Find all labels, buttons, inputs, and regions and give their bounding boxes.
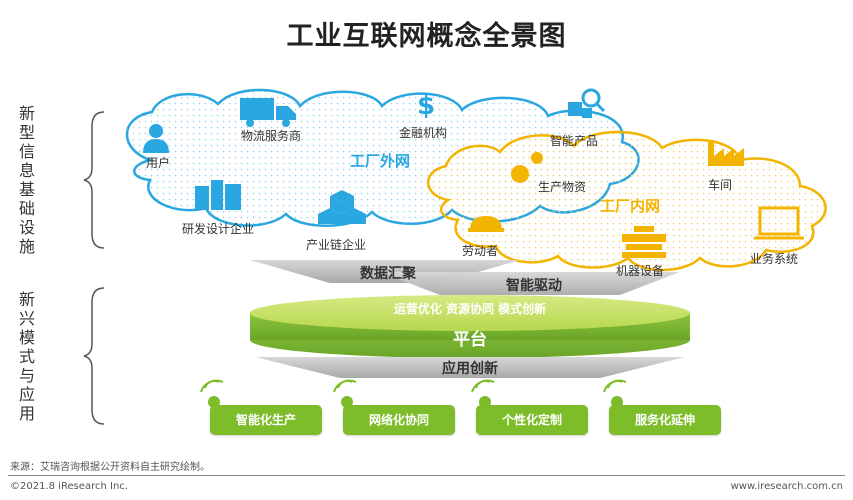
outer-item-label: 智能产品 xyxy=(550,134,599,148)
platform-label: 平台 xyxy=(453,330,487,350)
footer-divider xyxy=(8,475,845,476)
truck-icon xyxy=(240,98,296,127)
smart-product-icon xyxy=(568,88,606,118)
outer-item-label: 用户 xyxy=(146,156,171,170)
page-title: 工业互联网概念全景图 xyxy=(286,21,567,52)
machine-icon xyxy=(622,226,666,258)
left-bracket-bottom xyxy=(83,287,105,425)
platform-subtitle: 运营优化 资源协同 模式创新 xyxy=(393,302,547,316)
outer-item-label: 产业链企业 xyxy=(306,238,367,252)
smart-drive-arrow xyxy=(380,272,680,295)
outer-network-title: 工厂外网 xyxy=(350,152,411,170)
left-bracket-top xyxy=(83,111,105,249)
inner-network-title: 工厂内网 xyxy=(600,197,661,215)
inner-item-label: 生产物资 xyxy=(538,180,587,194)
app-smart-production: 智能化生产 xyxy=(210,405,322,435)
svg-text:$: $ xyxy=(417,91,435,121)
inner-network-cloud xyxy=(426,130,827,272)
outer-item-label: 研发设计企业 xyxy=(182,222,255,236)
inner-item-label: 机器设备 xyxy=(616,264,665,278)
app-network-collaboration: 网络化协同 xyxy=(343,405,455,435)
outer-item-label: 物流服务商 xyxy=(241,129,302,143)
outer-item-label: 金融机构 xyxy=(399,126,448,140)
data-collect-label: 数据汇聚 xyxy=(360,266,416,282)
boxes-icon xyxy=(318,190,366,224)
factory-icon xyxy=(708,140,744,166)
app-personalized-customization: 个性化定制 xyxy=(476,405,588,435)
left-label-applications: 新兴模式与应用 xyxy=(18,290,35,423)
gear-icon xyxy=(511,152,543,183)
buildings-icon xyxy=(195,180,241,210)
app-service-extension: 服务化延伸 xyxy=(609,405,721,435)
platform-top xyxy=(250,295,690,331)
worker-icon xyxy=(468,216,504,232)
source-note: 来源：艾瑞咨询根据公开资料自主研究绘制。 xyxy=(10,462,210,473)
copyright: ©2021.8 iResearch Inc. xyxy=(10,481,128,492)
left-label-infrastructure: 新型信息基础设施 xyxy=(18,104,35,256)
dollar-icon: $ xyxy=(417,91,435,121)
inner-item-label: 劳动者 xyxy=(462,244,499,258)
app-innovation-arrow xyxy=(255,357,685,378)
website: www.iresearch.com.cn xyxy=(730,481,843,492)
computer-icon xyxy=(754,206,804,240)
app-icons xyxy=(200,379,627,393)
smart-drive-label: 智能驱动 xyxy=(506,278,562,294)
app-innovation-label: 应用创新 xyxy=(442,361,498,377)
inner-item-label: 车间 xyxy=(708,178,733,192)
user-icon xyxy=(143,124,169,153)
inner-item-label: 业务系统 xyxy=(750,252,799,266)
